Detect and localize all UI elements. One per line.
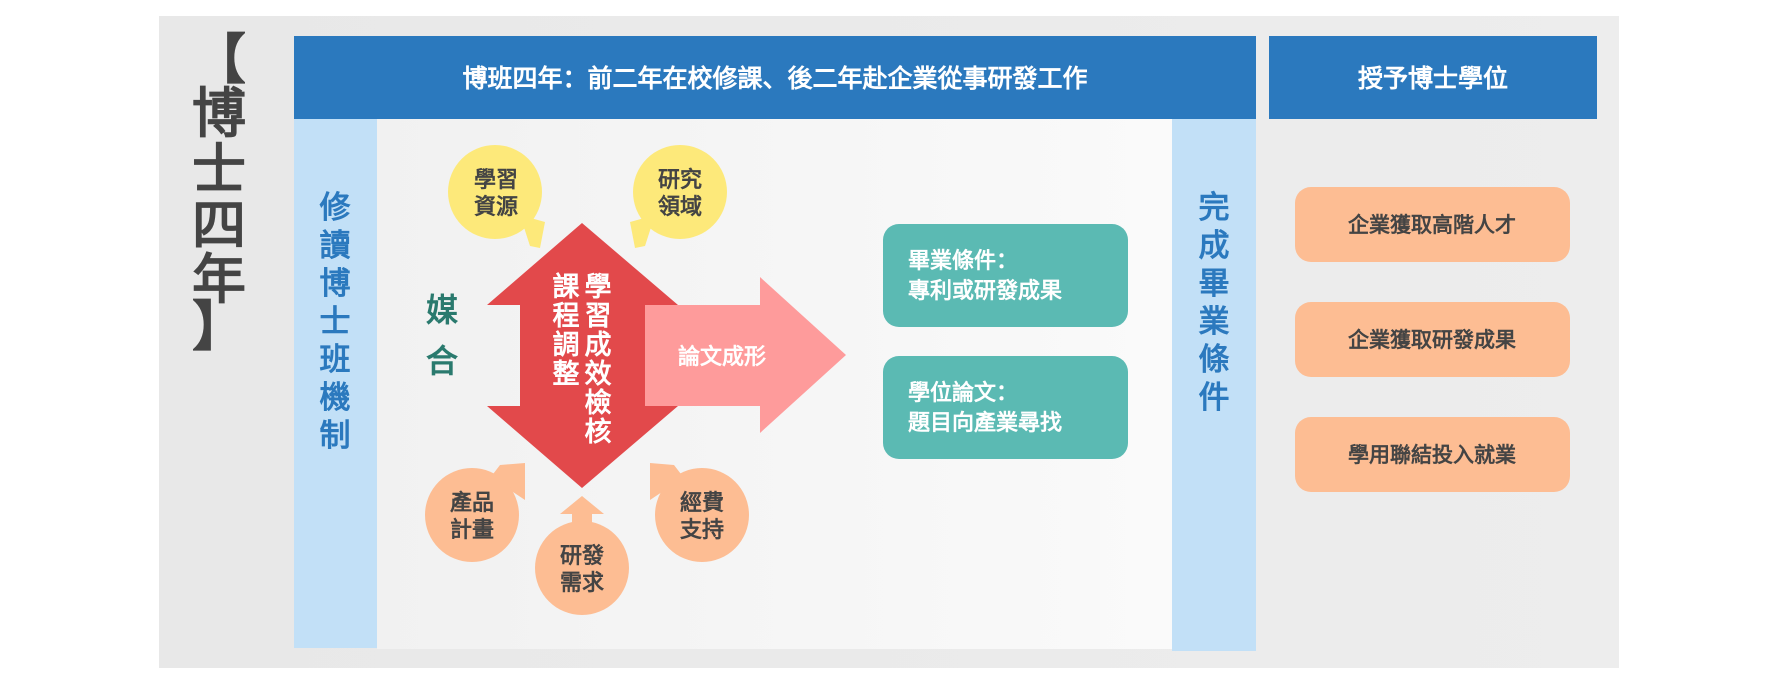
left-column-char: 修	[319, 190, 352, 226]
bubble-learning-resources: 學習 資源	[448, 145, 545, 248]
bubble-rd-demand: 研發 需求	[535, 496, 629, 615]
requirement-text: 題目向產業尋找	[908, 410, 1062, 436]
outcome-text: 企業獲取高階人才	[1347, 213, 1516, 237]
bubble-text: 需求	[560, 571, 604, 596]
right-column-char: 條	[1199, 342, 1230, 378]
left-column-char: 讀	[320, 228, 351, 264]
right-column-char: 成	[1199, 228, 1230, 264]
main-header-bar	[294, 36, 1256, 119]
side-title-char: 年	[192, 248, 246, 311]
requirement-text: 學位論文：	[908, 380, 1018, 406]
bubble-text: 領域	[658, 194, 702, 220]
right-column-char: 業	[1199, 304, 1230, 340]
left-column-text: 修 讀 博 士 班 機 制	[319, 190, 352, 454]
center-arrow-char: 檢	[585, 387, 612, 419]
thesis-arrow-label: 論文成形	[678, 344, 766, 370]
side-title-char: 四	[192, 194, 246, 257]
outcome-text: 企業獲取研發成果	[1347, 328, 1516, 352]
bubble-text: 研發	[560, 544, 604, 569]
requirement-box-thesis: 學位論文： 題目向產業尋找	[883, 356, 1128, 459]
main-header-text: 博班四年：前二年在校修課、後二年赴企業從事研發工作	[462, 64, 1087, 93]
matching-label: 媒 合	[426, 291, 459, 380]
bubble-text: 計畫	[450, 517, 494, 543]
outcome-box: 學用聯結投入就業	[1295, 417, 1570, 492]
bubble-text: 支持	[680, 518, 724, 543]
right-header-text: 授予博士學位	[1358, 64, 1508, 93]
outcome-box: 企業獲取高階人才	[1295, 187, 1570, 262]
center-arrow-char: 學	[585, 272, 612, 303]
right-column-char: 件	[1199, 380, 1230, 416]
requirement-box-graduation: 畢業條件： 專利或研發成果	[883, 224, 1128, 327]
side-title-char: 博	[192, 82, 246, 145]
bubble-funding-support: 經費 支持	[650, 463, 749, 562]
side-title: 【 博 士 四 年 】	[192, 28, 246, 358]
side-title-char: 】	[192, 295, 246, 358]
right-header-bar	[1269, 36, 1597, 119]
side-title-char: 士	[192, 138, 246, 201]
bubble-product-plan: 產品 計畫	[425, 463, 525, 562]
center-arrow-char: 程	[553, 301, 580, 332]
right-column-text: 完 成 畢 業 條 件	[1199, 190, 1230, 416]
bubble-text: 研究	[658, 167, 702, 193]
center-arrow-char: 成	[585, 330, 612, 361]
requirement-text: 專利或研發成果	[908, 278, 1062, 304]
matching-char: 合	[426, 342, 458, 380]
left-column-char: 士	[320, 304, 351, 340]
left-column-char: 班	[320, 342, 351, 378]
center-arrow-char: 習	[585, 301, 612, 332]
right-column	[1172, 119, 1256, 651]
bubble-research-field: 研究 領域	[630, 145, 727, 248]
thesis-arrow	[645, 277, 846, 433]
left-column-char: 機	[320, 380, 351, 416]
center-arrow-char: 課	[553, 271, 581, 303]
matching-char: 媒	[426, 291, 459, 329]
requirement-text: 畢業條件：	[908, 249, 1018, 274]
left-column-char: 制	[320, 418, 351, 454]
bubble-text: 產品	[450, 490, 494, 516]
right-column-char: 畢	[1199, 266, 1230, 302]
center-arrow-char: 調	[553, 329, 580, 361]
center-arrow-char: 效	[585, 359, 612, 390]
side-title-char: 【	[192, 28, 246, 91]
center-arrow-char: 整	[553, 359, 580, 390]
center-arrow-char: 核	[585, 416, 612, 448]
center-double-arrow	[487, 223, 678, 488]
left-column-char: 博	[320, 266, 351, 302]
right-column-char: 完	[1199, 190, 1230, 226]
outcome-text: 學用聯結投入就業	[1348, 443, 1517, 467]
left-column	[294, 119, 377, 648]
outcome-box: 企業獲取研發成果	[1295, 302, 1570, 377]
bubble-text: 經費	[680, 490, 724, 516]
center-arrow-text: 學 習 成 效 檢 核 課 程 調 整	[553, 271, 612, 448]
bubble-text: 資源	[474, 194, 518, 220]
bubble-text: 學習	[474, 167, 518, 193]
